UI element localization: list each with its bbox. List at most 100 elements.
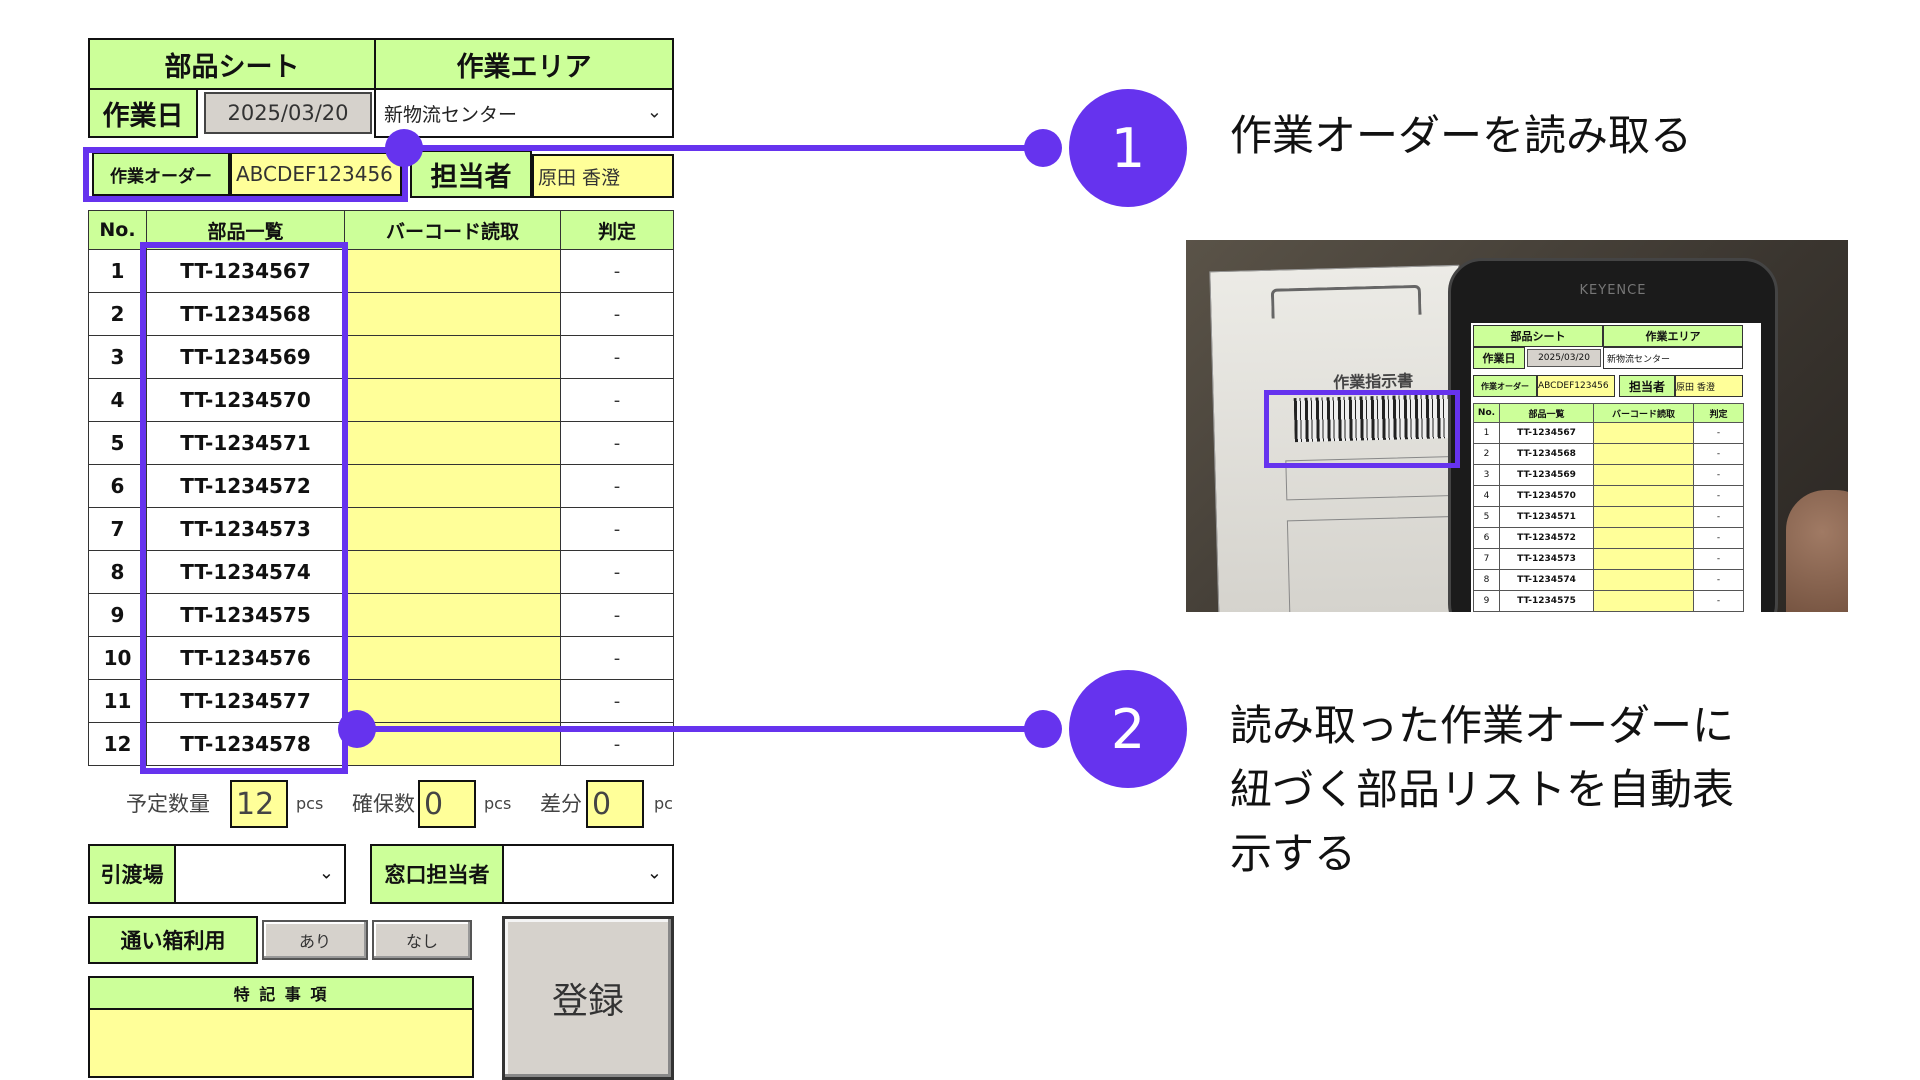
mini-header-judge: 判定 xyxy=(1693,403,1744,423)
secured-label: 確保数 xyxy=(352,792,415,816)
barcode-scan-cell[interactable] xyxy=(344,593,561,637)
barcode-scan-cell[interactable] xyxy=(344,507,561,551)
part-number: TT-1234569 xyxy=(146,335,345,379)
notes-textarea[interactable] xyxy=(88,1008,474,1078)
planned-quantity-field[interactable]: 12 xyxy=(230,780,288,828)
secured-quantity-field[interactable]: 0 xyxy=(418,780,476,828)
part-number: TT-1234567 xyxy=(146,249,345,293)
contact-person-select[interactable]: ⌄ xyxy=(502,844,674,904)
step-2-description: 読み取った作業オーダーに 紐づく部品リストを自動表 示する xyxy=(1230,694,1734,886)
mini-judgement: - xyxy=(1693,506,1744,528)
mini-judgement: - xyxy=(1693,611,1744,612)
barcode-scan-cell[interactable] xyxy=(344,335,561,379)
row-number: 6 xyxy=(88,464,147,508)
mini-row-number: 6 xyxy=(1473,527,1500,549)
row-number: 4 xyxy=(88,378,147,422)
mini-row-number: 7 xyxy=(1473,548,1500,570)
judgement-cell: - xyxy=(560,292,674,336)
person-input[interactable]: 原田 香澄 xyxy=(532,154,674,198)
mini-tab-work-area: 作業エリア xyxy=(1603,325,1743,347)
barcode-scan-cell[interactable] xyxy=(344,550,561,594)
mini-work-date: 2025/03/20 xyxy=(1527,349,1601,367)
judgement-cell: - xyxy=(560,249,674,293)
row-number: 12 xyxy=(88,722,147,766)
barcode-scan-cell[interactable] xyxy=(344,421,561,465)
work-date-field[interactable]: 2025/03/20 xyxy=(204,92,372,134)
tab-parts-sheet[interactable]: 部品シート xyxy=(88,38,376,90)
mini-scan-cell xyxy=(1593,611,1694,612)
mini-judgement: - xyxy=(1693,443,1744,465)
row-number: 1 xyxy=(88,249,147,293)
register-button[interactable]: 登録 xyxy=(502,916,674,1080)
barcode-scan-cell[interactable] xyxy=(344,464,561,508)
location-select[interactable]: 新物流センター ⌄ xyxy=(374,88,674,138)
mini-part-number: TT-1234576 xyxy=(1499,611,1594,612)
part-number: TT-1234576 xyxy=(146,636,345,680)
mini-header-scan: バーコード読取 xyxy=(1593,403,1694,423)
mini-part-number: TT-1234574 xyxy=(1499,569,1594,591)
diff-unit: pc xyxy=(654,794,673,813)
step-badge-2: 2 xyxy=(1069,670,1187,788)
box-use-yes-button[interactable]: あり xyxy=(262,920,368,960)
work-order-input[interactable]: ABCDEF123456 xyxy=(230,152,402,196)
clipboard-clip xyxy=(1270,284,1422,319)
mini-header-parts: 部品一覧 xyxy=(1499,403,1594,423)
mini-header-no: No. xyxy=(1473,403,1500,423)
work-order-highlight xyxy=(83,147,408,202)
barcode-scan-cell[interactable] xyxy=(344,249,561,293)
row-number: 8 xyxy=(88,550,147,594)
mini-part-number: TT-1234570 xyxy=(1499,485,1594,507)
part-number: TT-1234573 xyxy=(146,507,345,551)
chevron-down-icon: ⌄ xyxy=(646,101,662,123)
mini-row-number: 9 xyxy=(1473,590,1500,612)
mini-judgement: - xyxy=(1693,569,1744,591)
row-number: 10 xyxy=(88,636,147,680)
mini-work-order-label: 作業オーダー xyxy=(1473,375,1537,397)
step-2-line-1: 読み取った作業オーダーに xyxy=(1230,701,1735,750)
judgement-cell: - xyxy=(560,335,674,379)
judgement-cell: - xyxy=(560,464,674,508)
chevron-down-icon: ⌄ xyxy=(318,862,334,884)
barcode-scan-cell[interactable] xyxy=(344,679,561,723)
mini-judgement: - xyxy=(1693,590,1744,612)
tab-work-area[interactable]: 作業エリア xyxy=(374,38,674,90)
diff-quantity-field[interactable]: 0 xyxy=(586,780,644,828)
device-screen: 部品シート 作業エリア 作業日 2025/03/20 新物流センター 作業オーダ… xyxy=(1471,323,1761,612)
mini-judgement: - xyxy=(1693,548,1744,570)
barcode-scan-cell[interactable] xyxy=(344,636,561,680)
mini-judgement: - xyxy=(1693,464,1744,486)
part-number: TT-1234574 xyxy=(146,550,345,594)
mini-judgement: - xyxy=(1693,485,1744,507)
mini-judgement: - xyxy=(1693,527,1744,549)
row-number: 5 xyxy=(88,421,147,465)
location-select-value: 新物流センター xyxy=(384,103,518,126)
handover-select[interactable]: ⌄ xyxy=(174,844,346,904)
scan-photo: 作業指示書 KEYENCE 部品シート 作業エリア 作業日 2025/03/20… xyxy=(1186,240,1848,612)
mini-row-number: 8 xyxy=(1473,569,1500,591)
mini-scan-cell xyxy=(1593,506,1694,528)
chevron-down-icon: ⌄ xyxy=(646,862,662,884)
handheld-device: KEYENCE 部品シート 作業エリア 作業日 2025/03/20 新物流セン… xyxy=(1448,258,1778,612)
barcode-scan-cell[interactable] xyxy=(344,292,561,336)
step-2-line-2: 紐づく部品リストを自動表 xyxy=(1230,765,1735,814)
parts-list-highlight xyxy=(140,242,348,774)
barcode-scan-cell[interactable] xyxy=(344,378,561,422)
box-use-no-button[interactable]: なし xyxy=(372,920,472,960)
mini-scan-cell xyxy=(1593,569,1694,591)
mini-part-number: TT-1234572 xyxy=(1499,527,1594,549)
header-no: No. xyxy=(88,210,147,250)
mini-row-number: 4 xyxy=(1473,485,1500,507)
part-number: TT-1234571 xyxy=(146,421,345,465)
